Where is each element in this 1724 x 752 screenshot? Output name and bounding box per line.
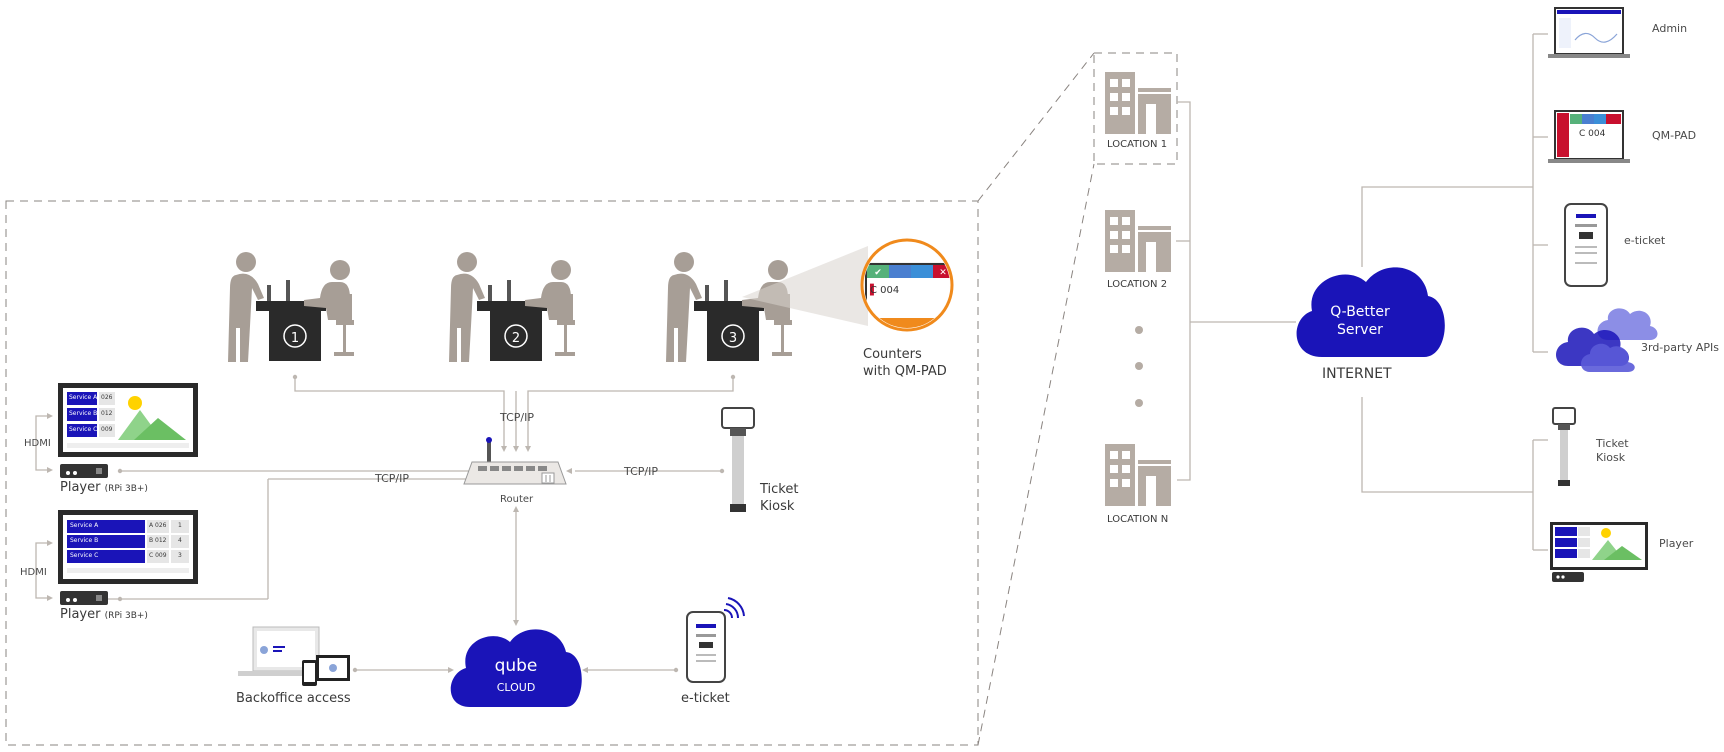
player-model-1: (RPi 3B+) bbox=[104, 484, 148, 494]
eticket-phone-client-icon bbox=[1564, 203, 1608, 287]
qbetter-server-cloud-icon bbox=[1296, 267, 1445, 357]
local-site-frame bbox=[5, 200, 979, 746]
location-2-building bbox=[1105, 210, 1171, 272]
screen2-counter-2: 4 bbox=[178, 537, 182, 544]
client-qmpad-ticket: C 004 bbox=[1579, 129, 1606, 139]
tcpip-label-top: TCP/IP bbox=[500, 411, 534, 424]
eticket-label-local: e-ticket bbox=[681, 691, 730, 706]
player-model-2: (RPi 3B+) bbox=[104, 611, 148, 621]
hdmi-label-1: HDMI bbox=[24, 438, 51, 449]
svg-text:▌: ▌ bbox=[869, 283, 878, 296]
player-box-1 bbox=[60, 464, 108, 478]
player-name-2: Player bbox=[60, 607, 101, 622]
qube-cloud-sub: CLOUD bbox=[496, 681, 536, 694]
location-1-building bbox=[1105, 72, 1171, 134]
counter-number-2: 2 bbox=[512, 331, 520, 346]
client-admin-label: Admin bbox=[1652, 22, 1688, 35]
internet-label: INTERNET bbox=[1322, 366, 1392, 382]
ellipsis-dots bbox=[1135, 326, 1143, 407]
player-label-1: Player (RPi 3B+) bbox=[60, 480, 148, 495]
ticket-kiosk-label-line1: Ticket bbox=[760, 482, 799, 497]
router-device bbox=[463, 437, 567, 485]
hdmi-label-2: HDMI bbox=[20, 567, 47, 578]
player-screen-client-icon bbox=[1550, 522, 1648, 582]
screen2-service-2: Service B bbox=[70, 537, 99, 544]
screen2-counter-3: 3 bbox=[178, 552, 182, 559]
display-screen-1 bbox=[58, 383, 198, 457]
screen1-ticket-3: 009 bbox=[101, 426, 113, 433]
qmpad-magnifier: ✔ ✕ ▌ C 004 bbox=[860, 238, 954, 332]
counter-number-1: 1 bbox=[291, 331, 299, 346]
svg-text:✕: ✕ bbox=[939, 268, 947, 278]
server-name-line1: Q-Better bbox=[1330, 304, 1390, 320]
qmpad-ticket-number: C 004 bbox=[870, 285, 899, 296]
screen2-ticket-1: A 026 bbox=[149, 522, 167, 529]
client-eticket-label: e-ticket bbox=[1624, 234, 1666, 247]
client-qmpad-label: QM-PAD bbox=[1652, 129, 1697, 142]
qube-cloud-icon bbox=[450, 629, 582, 707]
counters-label-line2: with QM-PAD bbox=[863, 364, 947, 379]
counters-label-line1: Counters bbox=[863, 347, 922, 362]
svg-text:✔: ✔ bbox=[874, 268, 882, 278]
location-2-label: LOCATION 2 bbox=[1107, 279, 1168, 290]
screen2-ticket-3: C 009 bbox=[149, 552, 167, 559]
screen2-ticket-2: B 012 bbox=[149, 537, 167, 544]
screen2-service-3: Service C bbox=[70, 552, 99, 559]
server-name-line2: Server bbox=[1337, 322, 1383, 338]
player-name-1: Player bbox=[60, 480, 101, 495]
screen1-service-2: Service B bbox=[69, 410, 98, 417]
ticket-kiosk-local bbox=[721, 407, 755, 512]
ticket-kiosk-label-line2: Kiosk bbox=[760, 499, 795, 514]
tcpip-label-left: TCP/IP bbox=[375, 472, 409, 485]
player-label-2: Player (RPi 3B+) bbox=[60, 607, 148, 622]
screen1-service-3: Service C bbox=[69, 426, 98, 433]
screen2-service-1: Service A bbox=[70, 522, 99, 529]
qube-cloud-brand: qube bbox=[494, 656, 538, 676]
client-player-label: Player bbox=[1659, 537, 1694, 550]
screen1-ticket-2: 012 bbox=[101, 410, 113, 417]
location-n-building bbox=[1105, 444, 1171, 506]
counter-number-3: 3 bbox=[729, 331, 737, 346]
backoffice-label: Backoffice access bbox=[236, 691, 351, 706]
backoffice-devices bbox=[238, 626, 350, 686]
location-1-label: LOCATION 1 bbox=[1107, 139, 1168, 150]
eticket-phone-local bbox=[686, 597, 745, 683]
client-apis-label: 3rd-party APIs bbox=[1641, 341, 1719, 354]
client-kiosk-label-line2: Kiosk bbox=[1596, 451, 1626, 464]
router-label: Router bbox=[500, 494, 534, 505]
third-party-apis-icon bbox=[1556, 308, 1658, 372]
qmpad-laptop-icon: C 004 bbox=[1548, 110, 1630, 163]
display-screen-2 bbox=[58, 510, 198, 584]
player-box-2 bbox=[60, 591, 108, 605]
ticket-kiosk-client-icon bbox=[1552, 407, 1576, 486]
admin-laptop-icon bbox=[1548, 7, 1630, 58]
client-kiosk-label-line1: Ticket bbox=[1596, 437, 1629, 450]
screen2-counter-1: 1 bbox=[178, 522, 182, 529]
location-n-label: LOCATION N bbox=[1107, 514, 1169, 525]
tcpip-label-right: TCP/IP bbox=[624, 465, 658, 478]
screen1-ticket-1: 026 bbox=[101, 394, 113, 401]
screen1-service-1: Service A bbox=[69, 394, 98, 401]
